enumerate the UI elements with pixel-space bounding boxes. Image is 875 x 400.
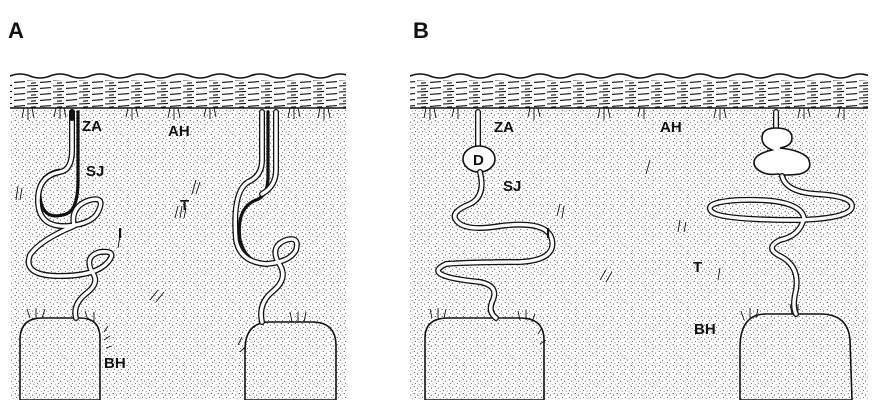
label-bh-a: BH	[104, 355, 126, 372]
label-sj-a: SJ	[86, 163, 104, 180]
label-sj-b: SJ	[503, 178, 521, 195]
label-bh-b: BH	[694, 321, 716, 338]
panel-letter-b: B	[413, 18, 429, 43]
label-ah-b: AH	[660, 119, 682, 136]
surface-edge	[10, 74, 350, 78]
label-za-b: ZA	[494, 119, 514, 136]
label-t-a: T	[180, 197, 189, 214]
label-i-b: I	[546, 225, 550, 242]
surface-edge-b	[410, 74, 870, 78]
label-t-b: T	[693, 259, 702, 276]
label-za-a: ZA	[82, 118, 102, 135]
panel-letter-a: A	[8, 18, 24, 43]
fibrous-layer-texture-b	[410, 80, 868, 108]
panel-b: B	[410, 18, 870, 400]
fibrous-layer-texture	[10, 80, 346, 108]
label-i-a: I	[118, 225, 122, 242]
label-ah-a: AH	[168, 123, 190, 140]
panel-a: A	[8, 18, 350, 400]
label-d-b: D	[473, 152, 484, 169]
